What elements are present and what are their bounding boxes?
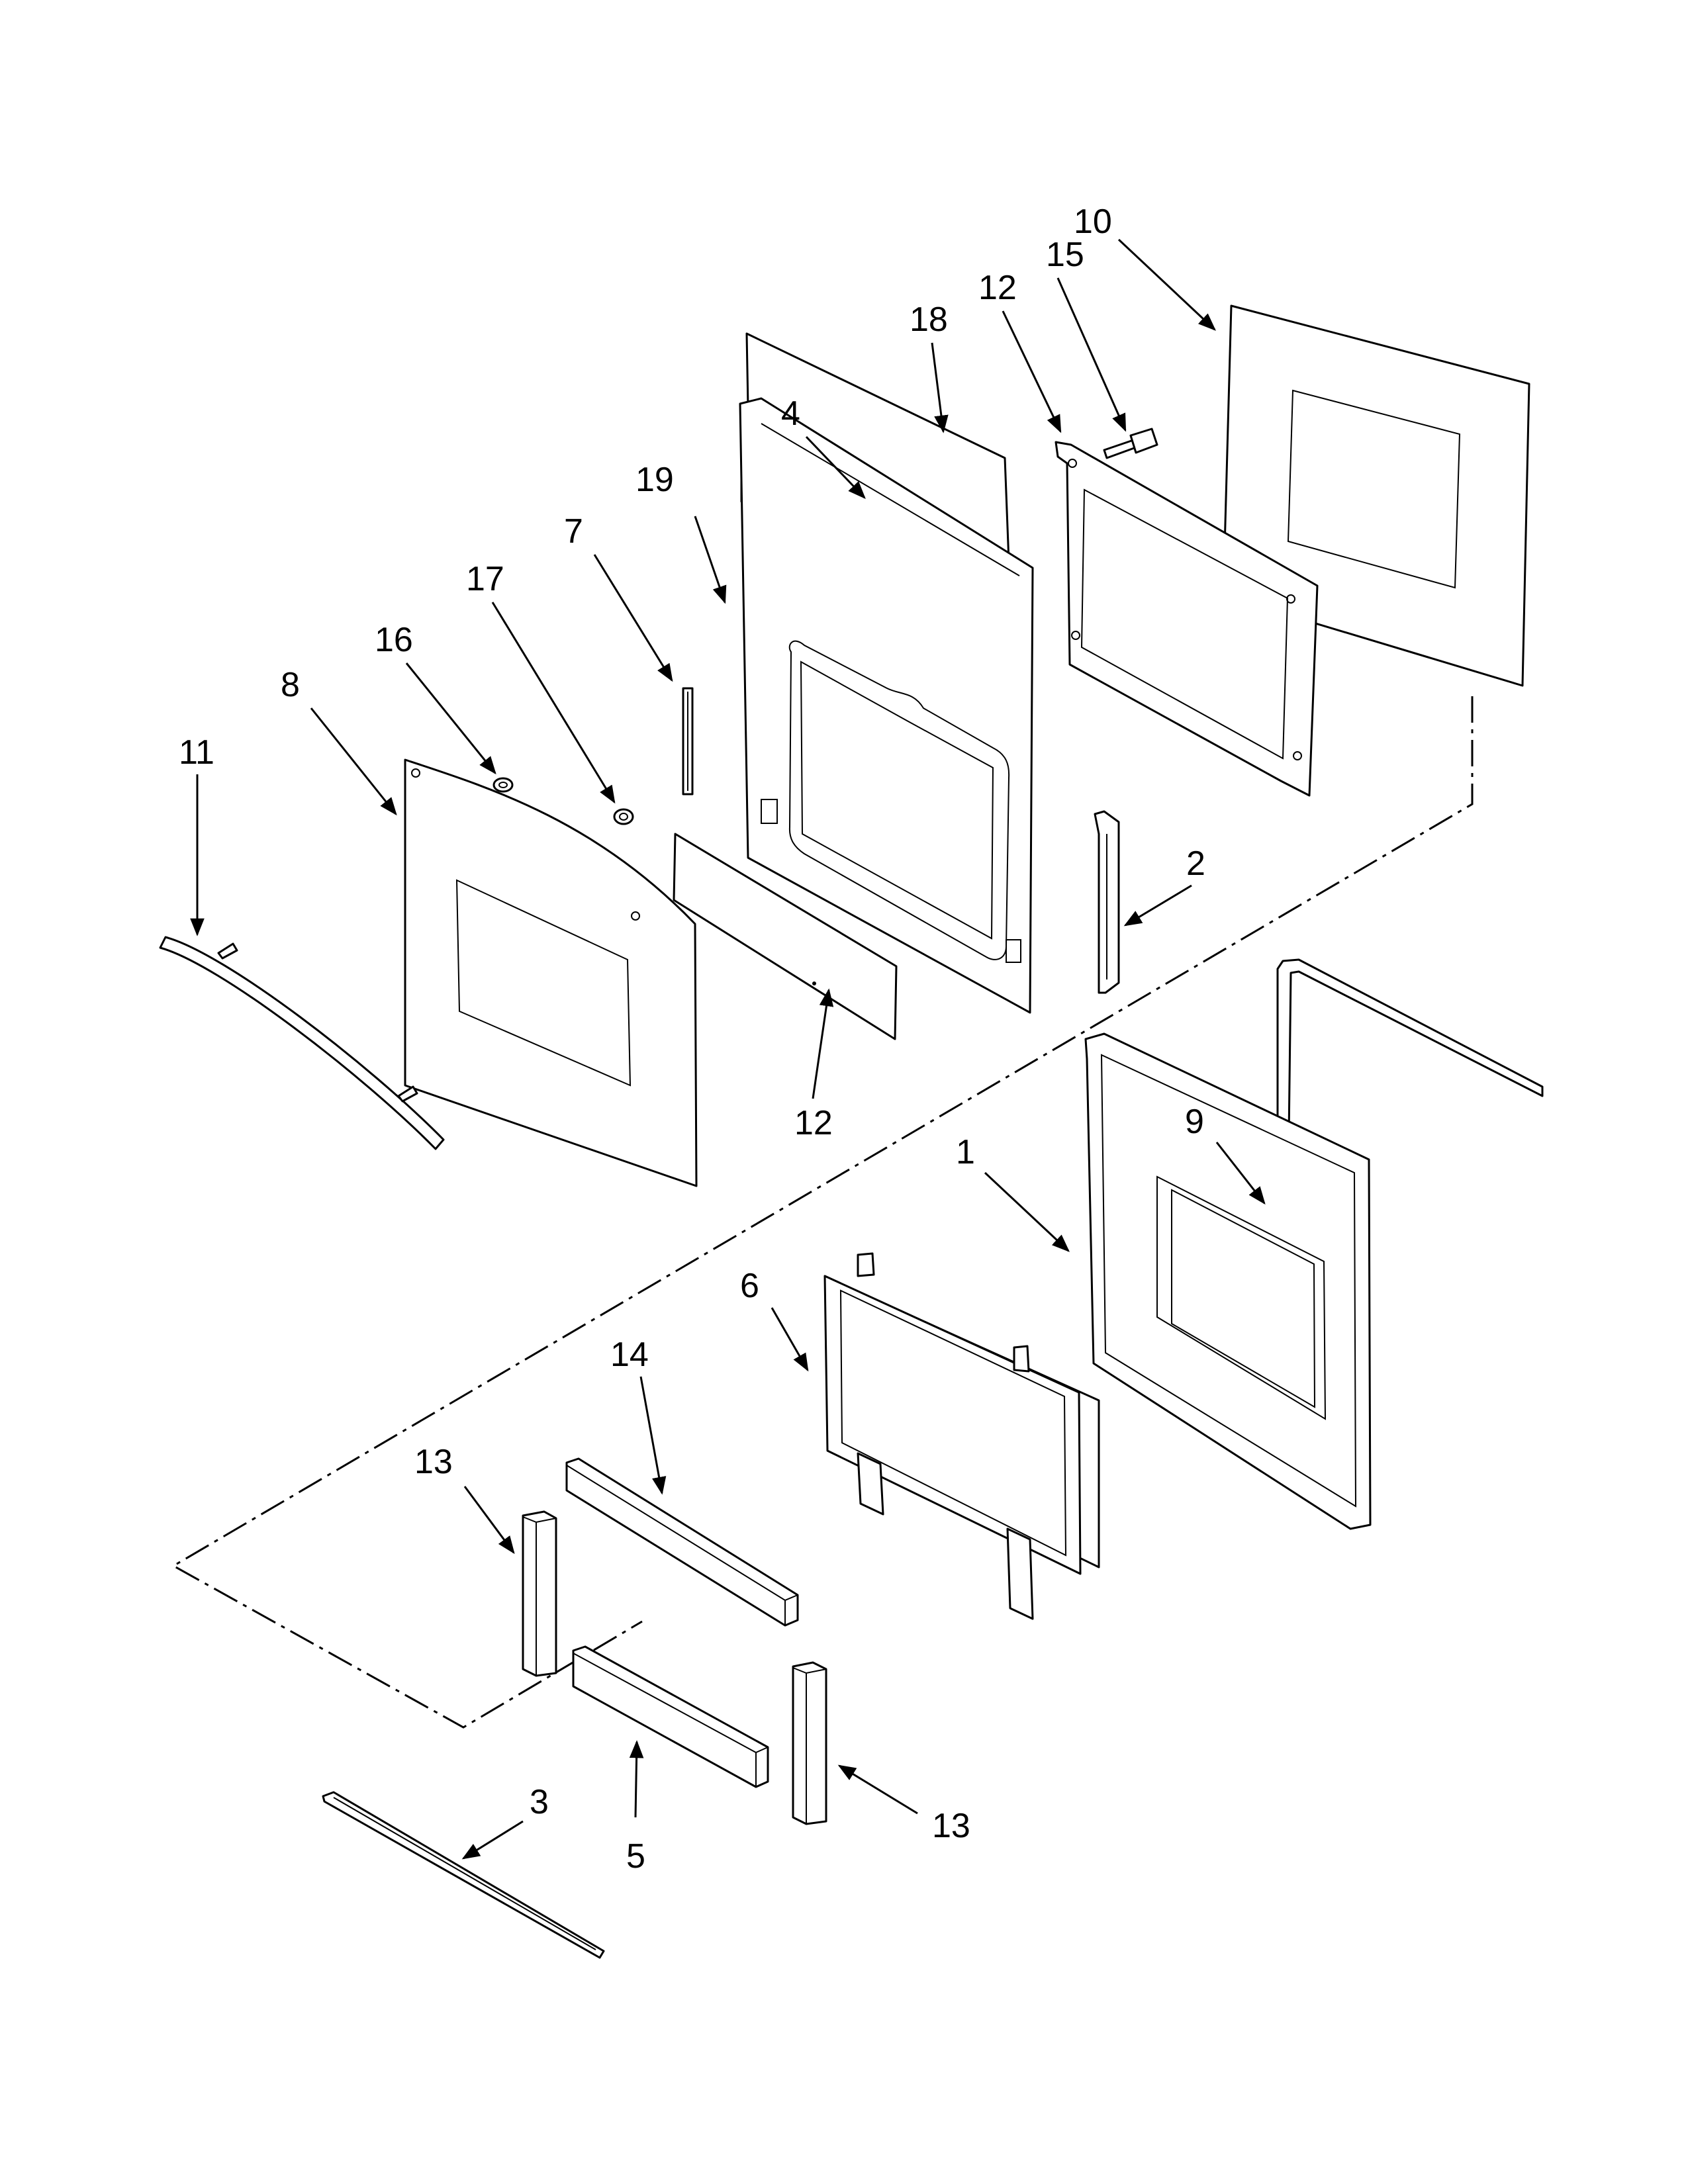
callout-4: 4	[781, 394, 800, 433]
part-15-screw	[1103, 428, 1158, 459]
leader-15	[1056, 277, 1127, 432]
callout-7: 7	[564, 512, 583, 551]
callout-labels: 10 15 12 18 4 19 7 17 16 8 11 2 12 9 1 6…	[179, 203, 1205, 1876]
leader-19	[694, 516, 727, 604]
callout-16: 16	[375, 621, 413, 659]
part-1-door-liner	[1084, 1032, 1372, 1530]
callout-12-top: 12	[978, 269, 1017, 307]
callout-13-left: 13	[414, 1443, 453, 1481]
leader-3	[461, 1820, 524, 1860]
callout-9: 9	[1185, 1103, 1204, 1141]
part-6-window-pack	[823, 1252, 1100, 1620]
part-3-trim-strip	[322, 1791, 605, 1959]
leader-lines	[190, 238, 1266, 1860]
callout-11: 11	[179, 733, 214, 772]
part-19-inner-panel	[739, 397, 1034, 1014]
part-11-handle	[159, 936, 445, 1150]
leader-8	[310, 707, 397, 816]
part-12-vent-panel	[673, 833, 898, 1040]
callout-6: 6	[740, 1267, 759, 1305]
callout-10: 10	[1074, 203, 1112, 241]
part-5-insulation-block	[572, 1645, 769, 1788]
part-13-side-block-right	[792, 1661, 827, 1825]
leader-18	[931, 342, 949, 433]
callout-17: 17	[466, 560, 504, 598]
leader-1	[984, 1171, 1070, 1252]
part-16-bushing	[492, 777, 514, 793]
leader-7	[593, 554, 673, 682]
leader-9	[1215, 1142, 1266, 1205]
callout-19: 19	[635, 461, 674, 499]
part-7-hinge-strip	[682, 687, 694, 796]
leader-13-left	[463, 1486, 515, 1555]
callout-2: 2	[1186, 844, 1205, 883]
part-8-outer-door	[404, 758, 698, 1187]
callout-8: 8	[281, 666, 300, 704]
assembly-dash-line	[171, 696, 1474, 1729]
part-13-side-block-left	[522, 1510, 557, 1677]
leader-14	[639, 1376, 667, 1495]
leader-13-right	[837, 1764, 918, 1815]
leader-2	[1123, 884, 1192, 927]
leader-4	[805, 435, 866, 499]
callout-18: 18	[910, 300, 948, 339]
leader-16	[405, 662, 496, 775]
callout-12-lower: 12	[794, 1104, 833, 1142]
leader-10	[1117, 238, 1216, 331]
leader-17	[491, 602, 616, 804]
leader-6	[771, 1307, 809, 1372]
callout-14: 14	[610, 1336, 649, 1374]
part-12-glass-frame	[1055, 441, 1319, 797]
callout-1: 1	[956, 1133, 975, 1171]
part-9-gasket	[1276, 958, 1544, 1193]
part-17-bushing	[613, 808, 634, 825]
callout-5: 5	[626, 1837, 645, 1876]
leader-5	[629, 1740, 644, 1818]
part-2-hinge	[1094, 810, 1120, 994]
callout-13-right: 13	[932, 1807, 970, 1845]
callout-15: 15	[1046, 236, 1084, 274]
callout-3: 3	[530, 1783, 549, 1821]
leader-12-top	[1002, 310, 1062, 433]
part-14-insulation-block	[565, 1457, 799, 1627]
leader-12-lower	[812, 988, 834, 1099]
